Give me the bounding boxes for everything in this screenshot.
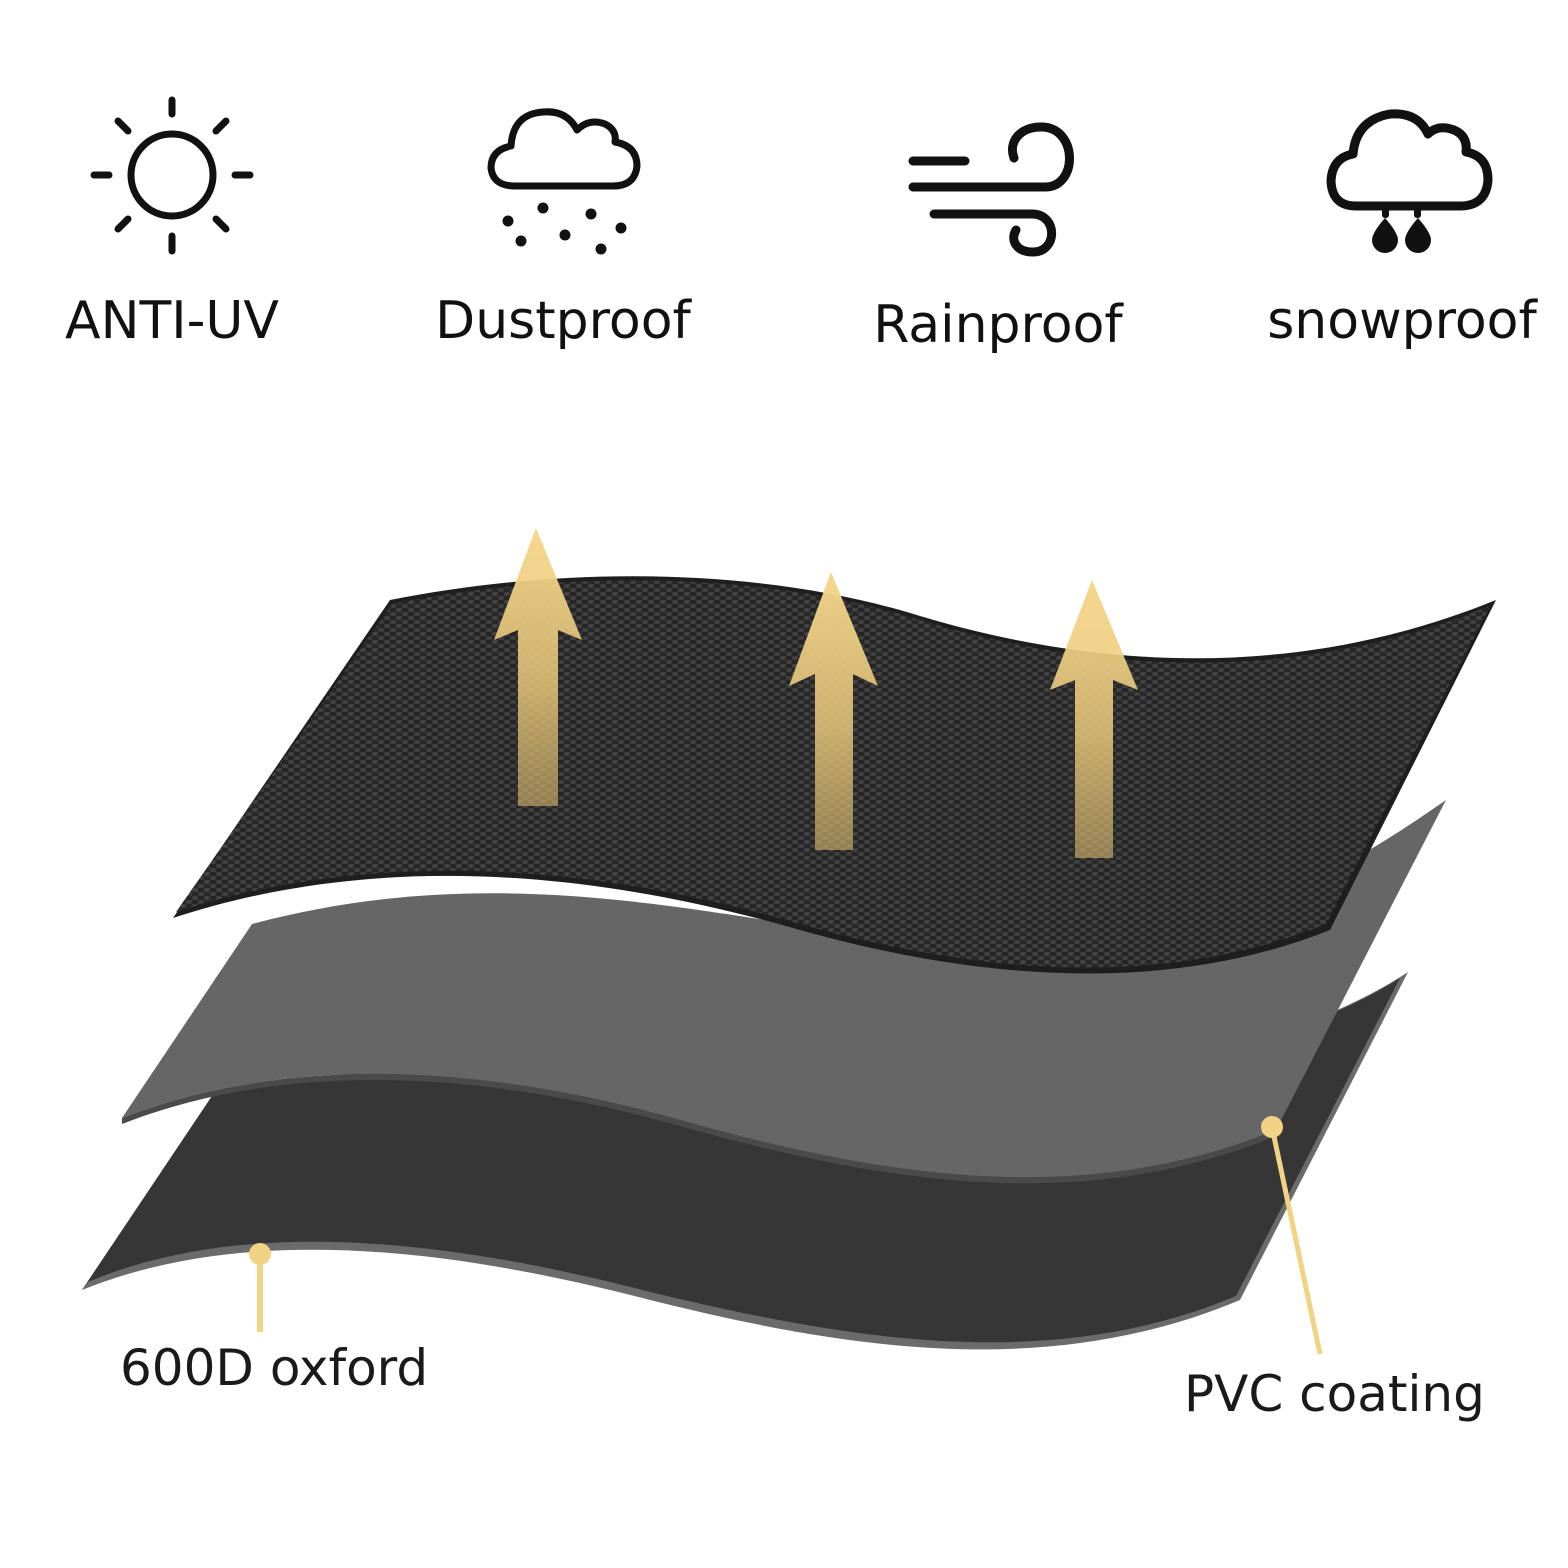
feature-label-rainproof: Rainproof (873, 295, 1123, 355)
callout-label-pvc: PVC coating (1184, 1365, 1485, 1423)
callout-pointers (249, 1116, 1323, 1355)
callout-dot-oxford (249, 1243, 271, 1265)
sun-icon (90, 96, 254, 255)
feature-label-snowproof: snowproof (1267, 291, 1537, 351)
callout-label-oxford: 600D oxford (120, 1339, 429, 1397)
fabric-layers-illustration (82, 528, 1496, 1355)
feature-dustproof: Dustproof (383, 80, 743, 380)
callout-dot-pvc (1261, 1116, 1283, 1138)
feature-anti-uv: ANTI-UV (0, 80, 352, 380)
feature-label-anti-uv: ANTI-UV (65, 291, 279, 351)
layer-bottom-pvc (82, 972, 1408, 1350)
breathable-arrows (494, 528, 1138, 858)
cloud-rain-icon (1326, 109, 1493, 253)
feature-snowproof: snowproof (1222, 80, 1568, 380)
layer-middle (122, 800, 1446, 1184)
wind-icon (908, 122, 1074, 257)
feature-row: ANTI-UV Dustproof (0, 0, 1568, 380)
arrow-up-1 (494, 528, 582, 806)
cloud-dust-icon (487, 108, 641, 255)
arrow-up-3 (1050, 580, 1138, 858)
feature-rainproof: Rainproof (818, 80, 1178, 380)
feature-label-dustproof: Dustproof (435, 291, 691, 351)
arrow-up-2 (789, 572, 878, 850)
